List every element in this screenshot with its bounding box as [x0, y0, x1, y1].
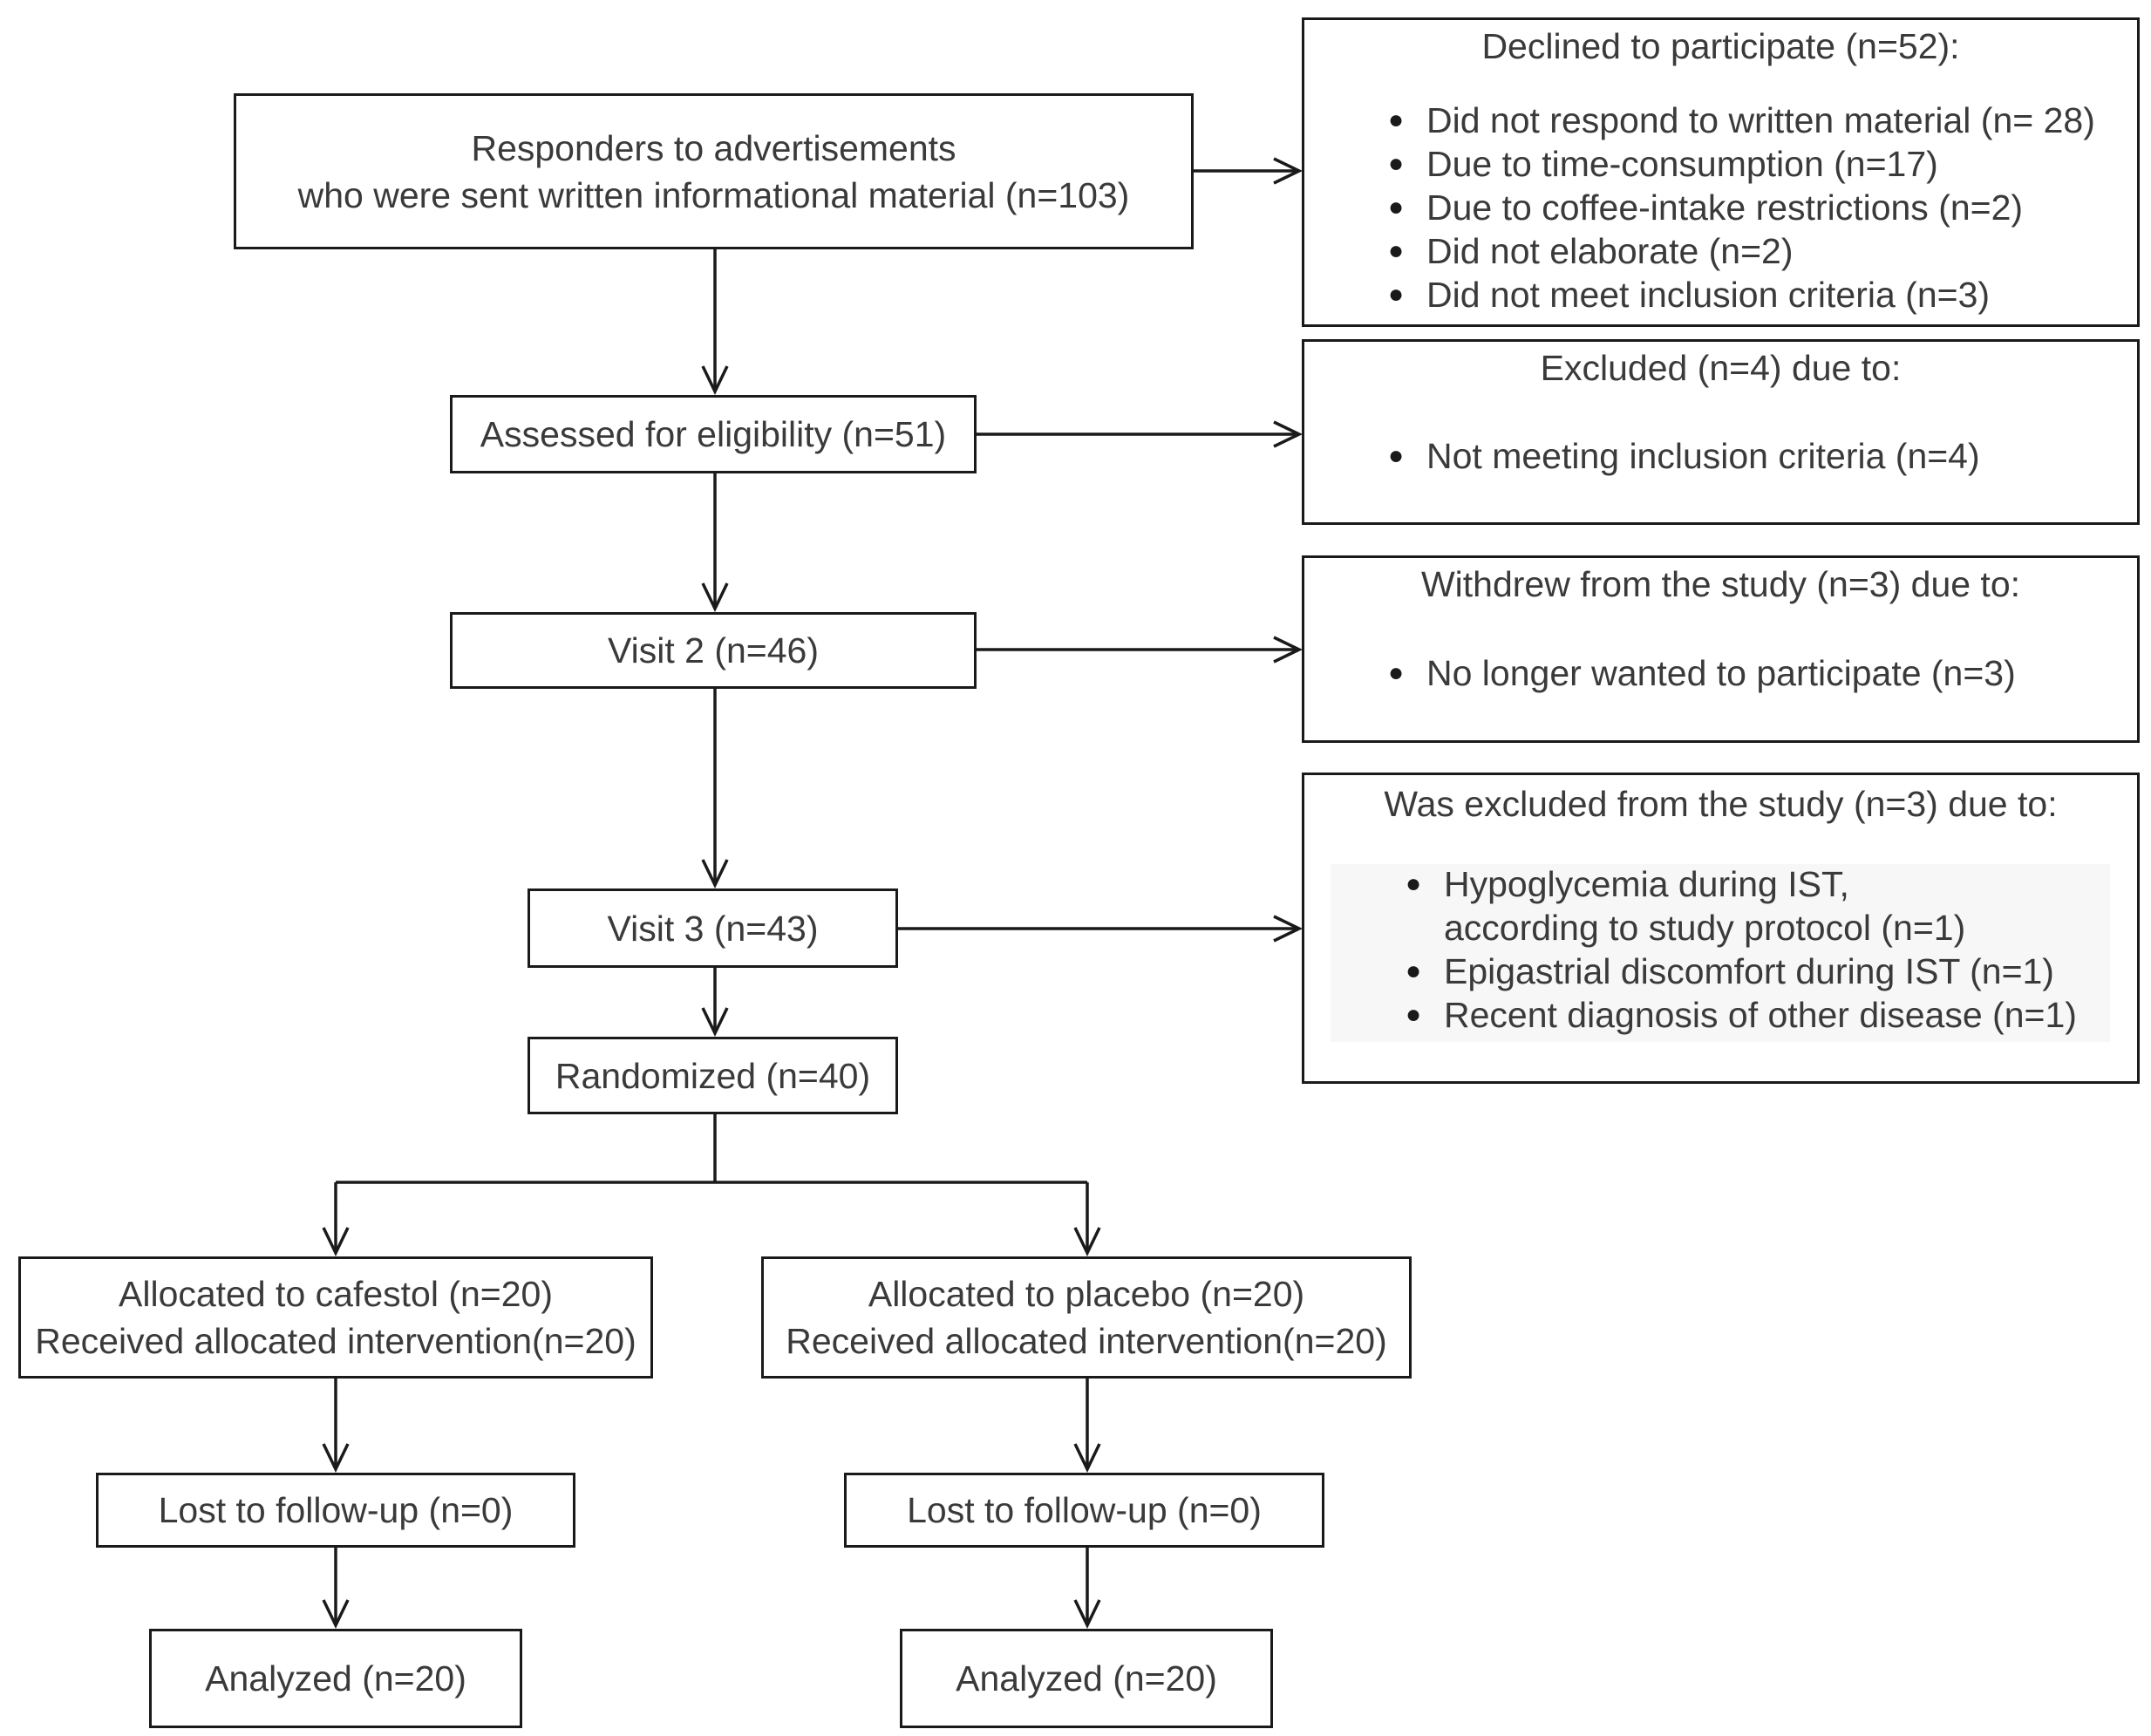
arrowhead-placebo-analyzed [1073, 1599, 1101, 1630]
randomized-box: Randomized (n=40) [528, 1037, 898, 1114]
bullet-icon: ● [1388, 658, 1405, 687]
declined-box: Declined to participate (n=52): ●Did not… [1302, 17, 2140, 327]
excluded-study-box: Was excluded from the study (n=3) due to… [1302, 773, 2140, 1084]
placebo-lost-label: Lost to follow-up (n=0) [907, 1490, 1262, 1530]
reasons-shade [1331, 864, 2110, 1042]
bullet-icon: ● [1388, 106, 1405, 134]
bullet-icon: ● [1388, 193, 1405, 221]
arrowhead-cafestol [322, 1227, 350, 1257]
arrowhead-declined [1273, 157, 1304, 185]
bullet-icon: ● [1388, 236, 1405, 265]
placebo-allocation-box: Allocated to placebo (n=20) Received all… [761, 1256, 1412, 1379]
placebo-analyzed-label: Analyzed (n=20) [956, 1658, 1217, 1699]
bullet-icon: ● [1406, 1000, 1422, 1029]
visit3-box: Visit 3 (n=43) [528, 888, 898, 968]
list-item: ●Epigastrial discomfort during IST (n=1) [1406, 951, 2054, 991]
randomized-label: Randomized (n=40) [555, 1055, 871, 1096]
visit2-label: Visit 2 (n=46) [608, 630, 819, 671]
arrowhead-visit3 [701, 859, 729, 889]
excluded-reasons-list: ●Not meeting inclusion criteria (n=4) [1383, 434, 1980, 478]
bullet-icon: ● [1388, 149, 1405, 178]
list-item: ●Recent diagnosis of other disease (n=1) [1406, 995, 2077, 1035]
excluded-heading: Excluded (n=4) due to: [1540, 348, 1902, 388]
list-item: ●Did not meet inclusion criteria (n=3) [1388, 275, 1991, 315]
cafestol-analyzed-box: Analyzed (n=20) [149, 1629, 522, 1728]
excluded-box: Excluded (n=4) due to: ●Not meeting incl… [1302, 339, 2140, 525]
cafestol-analyzed-label: Analyzed (n=20) [205, 1658, 466, 1699]
visit3-label: Visit 3 (n=43) [607, 908, 819, 949]
arrowhead-placebo-lost [1073, 1443, 1101, 1474]
placebo-lost-box: Lost to follow-up (n=0) [844, 1473, 1324, 1548]
arrowhead-cafestol-lost [322, 1443, 350, 1474]
list-item: ●Due to coffee-intake restrictions (n=2) [1388, 187, 2024, 228]
withdrew-heading: Withdrew from the study (n=3) due to: [1420, 564, 2021, 604]
cafestol-received-label: Received allocated intervention(n=20) [35, 1321, 636, 1361]
arrowhead-assessed [701, 365, 729, 396]
assessed-label: Assessed for eligibility (n=51) [480, 414, 947, 454]
cafestol-lost-label: Lost to follow-up (n=0) [158, 1490, 514, 1530]
visit2-box: Visit 2 (n=46) [450, 612, 977, 689]
arrowhead-excluded [1273, 420, 1304, 448]
withdrew-box: Withdrew from the study (n=3) due to: ●N… [1302, 555, 2140, 743]
reason-line: Hypoglycemia during IST, [1444, 864, 1849, 904]
bullet-icon: ● [1388, 441, 1405, 470]
list-item: ●Did not respond to written material (n=… [1388, 100, 2095, 140]
declined-heading: Declined to participate (n=52): [1481, 26, 1960, 66]
withdrew-reasons-list: ●No longer wanted to participate (n=3) [1383, 651, 2016, 695]
responders-line1: Responders to advertisements [471, 127, 956, 168]
reason-line: according to study protocol (n=1) [1444, 908, 1966, 948]
arrowhead-withdrew [1273, 636, 1304, 664]
arrowhead-visit2 [701, 582, 729, 613]
assessed-box: Assessed for eligibility (n=51) [450, 395, 977, 473]
responders-line2: who were sent written informational mate… [297, 174, 1130, 215]
bullet-icon: ● [1406, 869, 1422, 898]
bullet-icon: ● [1406, 957, 1422, 985]
placebo-allocated-label: Allocated to placebo (n=20) [868, 1274, 1305, 1314]
arrowhead-excluded-study [1273, 915, 1304, 943]
list-item: ●No longer wanted to participate (n=3) [1388, 653, 2016, 693]
list-item: ●Due to time-consumption (n=17) [1388, 144, 1938, 184]
arrowhead-placebo [1073, 1227, 1101, 1257]
placebo-received-label: Received allocated intervention(n=20) [786, 1321, 1387, 1361]
excluded-study-reasons-list: ● Hypoglycemia during IST, according to … [1400, 862, 2077, 1037]
arrowhead-cafestol-analyzed [322, 1599, 350, 1630]
cafestol-allocated-label: Allocated to cafestol (n=20) [119, 1274, 553, 1314]
list-item: ●Not meeting inclusion criteria (n=4) [1388, 436, 1980, 476]
list-item: ●Did not elaborate (n=2) [1388, 231, 1794, 271]
arrowhead-randomized [701, 1007, 729, 1038]
declined-reasons-list: ●Did not respond to written material (n=… [1383, 99, 2095, 317]
cafestol-allocation-box: Allocated to cafestol (n=20) Received al… [18, 1256, 653, 1379]
responders-box: Responders to advertisements who were se… [234, 93, 1194, 249]
bullet-icon: ● [1388, 280, 1405, 309]
placebo-analyzed-box: Analyzed (n=20) [900, 1629, 1273, 1728]
cafestol-lost-box: Lost to follow-up (n=0) [96, 1473, 575, 1548]
excluded-study-heading: Was excluded from the study (n=3) due to… [1384, 784, 2058, 824]
list-item: ● Hypoglycemia during IST, according to … [1400, 862, 2077, 950]
